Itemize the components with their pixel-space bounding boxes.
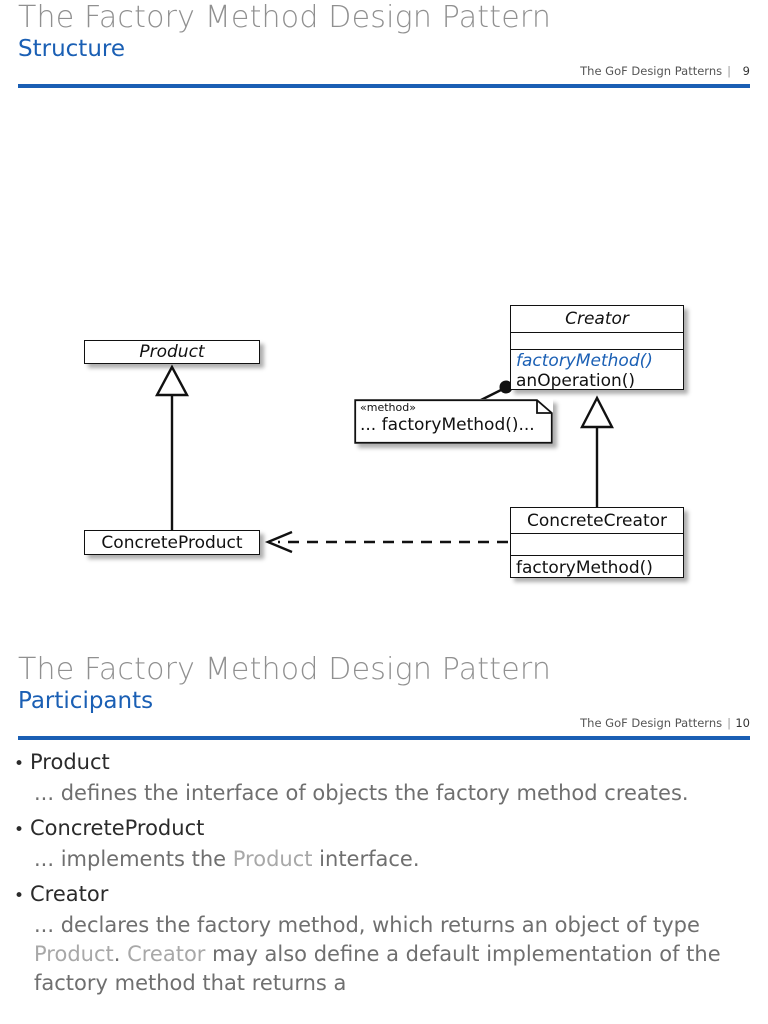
desc-fragment: . <box>113 942 128 966</box>
desc-fragment-emphasis: Product <box>34 942 114 966</box>
page-subtitle: Structure <box>18 36 125 62</box>
participant-description: ... implements the Product interface. <box>14 845 746 874</box>
page-subtitle-2: Participants <box>18 688 154 714</box>
desc-fragment: ... declares the factory method, which r… <box>34 913 700 937</box>
uml-class-creator[interactable]: Creator factoryMethod() anOperation() <box>510 305 684 391</box>
footer-separator: | <box>727 64 731 78</box>
note-shape <box>354 399 553 444</box>
uml-class-concreteproduct[interactable]: ConcreteProduct <box>84 530 260 555</box>
list-item: •Creator ... declares the factory method… <box>14 880 750 998</box>
list-item: •ConcreteProduct ... implements the Prod… <box>14 814 750 874</box>
participant-term-label: Product <box>30 750 110 774</box>
participant-term: •Creator <box>14 880 750 911</box>
dependency-arrowhead <box>264 530 293 554</box>
participant-term-label: Creator <box>30 882 109 906</box>
list-item: •Product ... defines the interface of ob… <box>14 748 750 808</box>
uml-class-product[interactable]: Product <box>84 340 260 364</box>
participant-description: ... defines the interface of objects the… <box>14 779 746 808</box>
uml-class-diagram: Product ConcreteProduct Creator factoryM… <box>0 96 768 578</box>
desc-fragment: interface. <box>312 847 420 871</box>
participants-list: •Product ... defines the interface of ob… <box>0 748 768 998</box>
slide-footer: The GoF Design Patterns | 9 <box>580 64 750 78</box>
uml-class-concretecreator-attributes <box>511 533 683 555</box>
uml-class-concretecreator-operations: factoryMethod() <box>511 555 683 579</box>
uml-operation-factorymethod-abstract: factoryMethod() <box>516 350 653 371</box>
note-outline <box>354 399 553 444</box>
uml-class-concretecreator-name: ConcreteCreator <box>526 510 667 531</box>
desc-fragment-emphasis: Product <box>232 847 313 871</box>
slide-participants: The Factory Method Design Pattern Partic… <box>0 652 768 1004</box>
uml-class-concreteproduct-name: ConcreteProduct <box>101 532 243 553</box>
participant-description: ... declares the factory method, which r… <box>14 911 746 998</box>
slide-header-participants: The Factory Method Design Pattern Partic… <box>0 652 768 748</box>
slide-footer-2: The GoF Design Patterns | 10 <box>580 716 750 730</box>
slide-header-structure: The Factory Method Design Pattern Struct… <box>0 0 768 96</box>
generalization-arrowhead-product <box>154 364 190 397</box>
header-rule-2 <box>18 736 750 740</box>
uml-class-concretecreator[interactable]: ConcreteCreator factoryMethod() <box>510 507 684 578</box>
uml-class-creator-operations: factoryMethod() anOperation() <box>511 349 683 391</box>
desc-fragment: may also define a default implementation… <box>34 942 721 995</box>
note-content: «method» ... factoryMethod()... <box>360 401 559 436</box>
uml-class-creator-attributes <box>511 332 683 349</box>
bullet-icon: • <box>14 820 25 840</box>
note-fold-icon <box>536 400 552 414</box>
uml-class-product-name: Product <box>139 342 205 362</box>
footer-label-2: The GoF Design Patterns <box>580 716 723 730</box>
uml-note-method[interactable]: «method» ... factoryMethod()... <box>354 399 553 444</box>
footer-label: The GoF Design Patterns <box>580 64 723 78</box>
desc-fragment: ... implements the <box>34 847 233 871</box>
participant-term: •Product <box>14 748 750 779</box>
slide-structure: The Factory Method Design Pattern Struct… <box>0 0 768 578</box>
bullet-icon: • <box>14 886 25 906</box>
participant-term-label: ConcreteProduct <box>30 816 205 840</box>
page-title-2: The Factory Method Design Pattern <box>18 652 552 687</box>
page-number-2: 10 <box>735 716 750 730</box>
desc-fragment: ... defines the interface of objects the… <box>34 781 689 805</box>
header-rule <box>18 84 750 88</box>
uml-operation-anoperation: anOperation() <box>516 370 636 391</box>
bullet-icon: • <box>14 754 25 774</box>
note-body: ... factoryMethod()... <box>360 415 535 435</box>
uml-operation-factorymethod-impl: factoryMethod() <box>516 557 653 578</box>
page-title: The Factory Method Design Pattern <box>18 0 552 35</box>
desc-fragment-emphasis: Creator <box>127 942 206 966</box>
footer-separator-2: | <box>727 716 731 730</box>
participant-term: •ConcreteProduct <box>14 814 750 845</box>
note-stereotype: «method» <box>360 401 416 414</box>
generalization-arrowhead-creator <box>580 395 614 429</box>
page-number: 9 <box>742 64 750 78</box>
uml-class-creator-name: Creator <box>565 309 629 329</box>
